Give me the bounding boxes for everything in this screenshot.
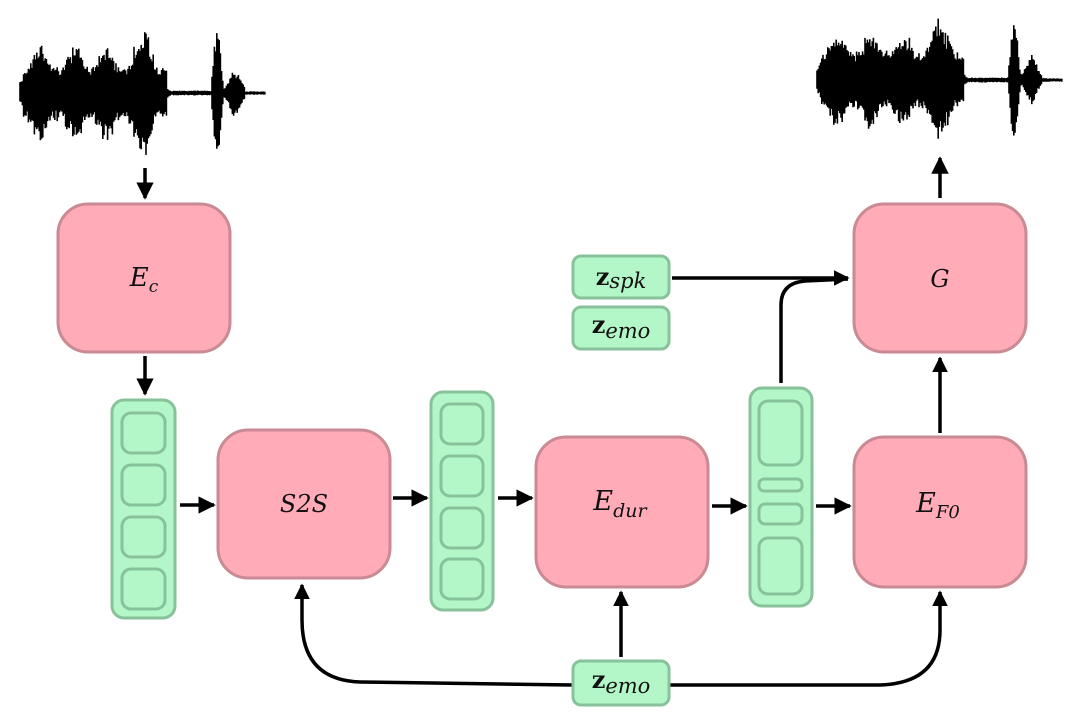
- svg-text:S2S: S2S: [280, 490, 328, 518]
- svg-text:Ec: Ec: [129, 263, 159, 297]
- input-waveform-icon: [19, 32, 266, 155]
- svg-text:zemo: zemo: [592, 310, 651, 343]
- emotion-embedding-top: zemo: [571, 305, 671, 351]
- module-content-encoder: Ec: [56, 202, 232, 354]
- speaker-embedding: zspk: [571, 254, 671, 300]
- content-feature-vector: [110, 398, 177, 620]
- module-generator: G: [852, 202, 1028, 354]
- svg-text:Edur: Edur: [592, 486, 648, 522]
- duration-expanded-vector: [748, 386, 814, 608]
- waveform-trace: [19, 32, 266, 155]
- arrow-vector-to-g: [779, 277, 849, 383]
- s2s-output-vector: [429, 390, 495, 612]
- waveform-trace: [816, 18, 1063, 139]
- emotion-embedding-bottom: zemo: [571, 659, 671, 707]
- module-duration-encoder: Edur: [534, 435, 710, 589]
- svg-text:G: G: [930, 265, 949, 293]
- svg-text:zemo: zemo: [592, 665, 651, 698]
- svg-text:zspk: zspk: [596, 262, 647, 293]
- module-seq2seq: S2S: [216, 428, 392, 580]
- output-waveform-icon: [816, 18, 1063, 139]
- arrows: [136, 156, 949, 687]
- module-f0-encoder: EF0: [852, 435, 1028, 589]
- arrow-zemo-to-ef0: [670, 590, 948, 687]
- svg-text:EF0: EF0: [915, 488, 960, 523]
- arrow-zemo-to-s2s: [294, 583, 573, 687]
